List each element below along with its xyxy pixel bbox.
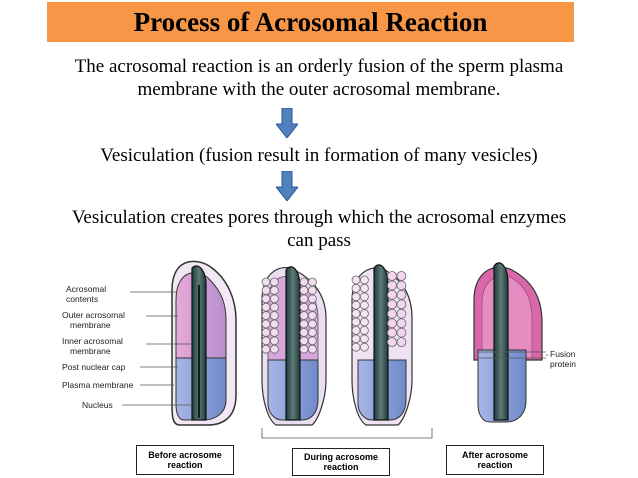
vesicle bbox=[387, 337, 397, 348]
vesicle bbox=[387, 289, 397, 300]
vesicle bbox=[359, 309, 369, 319]
vesicle bbox=[299, 327, 309, 337]
vesicle bbox=[261, 285, 271, 295]
vesicle bbox=[351, 300, 361, 310]
vesicle bbox=[269, 336, 279, 346]
label-acrosomal-contents: Acrosomal contents bbox=[66, 284, 107, 304]
vesicle bbox=[261, 319, 271, 329]
vesicle bbox=[299, 294, 309, 304]
vesicle bbox=[261, 311, 271, 321]
step1-line1: The acrosomal reaction is an orderly fus… bbox=[74, 56, 564, 77]
label-inner-acrosomal-membrane: Inner acrosomal membrane bbox=[62, 336, 123, 356]
vesicle bbox=[299, 344, 309, 354]
down-arrow-icon bbox=[276, 171, 298, 201]
vesicle bbox=[261, 336, 271, 346]
vesicle bbox=[387, 318, 397, 329]
vesicle bbox=[396, 327, 407, 338]
vesicle bbox=[299, 319, 309, 329]
vesicle bbox=[307, 294, 317, 304]
vesicle bbox=[387, 271, 397, 281]
vesicle bbox=[307, 277, 317, 287]
vesicle bbox=[396, 280, 407, 291]
vesicle bbox=[359, 317, 369, 327]
vesicle bbox=[269, 277, 279, 287]
vesicle bbox=[351, 325, 361, 335]
page-title: Process of Acrosomal Reaction bbox=[133, 6, 488, 37]
step3-line2: can pass bbox=[287, 230, 351, 251]
vesicle bbox=[396, 299, 407, 310]
label-nucleus: Nucleus bbox=[82, 400, 113, 410]
vesicle bbox=[269, 327, 279, 337]
label-plasma-membrane: Plasma membrane bbox=[62, 380, 134, 390]
label-post-nuclear-cap: Post nuclear cap bbox=[62, 362, 126, 372]
vesicle bbox=[261, 277, 271, 287]
vesicle bbox=[261, 302, 271, 312]
vesicles-group-2 bbox=[351, 271, 407, 352]
vesicle bbox=[269, 311, 279, 321]
vesicle bbox=[351, 309, 361, 319]
sperm-before bbox=[171, 260, 237, 426]
caption-during: During acrosome reaction bbox=[292, 448, 390, 476]
vesicle bbox=[261, 294, 271, 304]
vesicle bbox=[387, 327, 397, 338]
vesicle bbox=[359, 300, 369, 310]
step1-text: The acrosomal reaction is an orderly fus… bbox=[0, 55, 638, 101]
vesicle bbox=[351, 317, 361, 327]
step3-line1: Vesiculation creates pores through which… bbox=[71, 207, 567, 228]
vesicle bbox=[359, 275, 369, 285]
vesicle bbox=[307, 302, 317, 312]
caption-before: Before acrosome reaction bbox=[136, 445, 234, 475]
vesicle bbox=[307, 336, 317, 346]
vesicle bbox=[359, 283, 369, 293]
vesicle bbox=[351, 334, 361, 344]
vesicle bbox=[351, 275, 361, 285]
vesicle bbox=[299, 285, 309, 295]
vesicle bbox=[351, 342, 361, 352]
caption-after: After acrosome reaction bbox=[446, 445, 544, 475]
vesicle bbox=[299, 311, 309, 321]
vesicle bbox=[351, 292, 361, 302]
vesicle bbox=[351, 283, 361, 293]
vesicle bbox=[261, 327, 271, 337]
vesicle bbox=[396, 318, 407, 329]
vesicle bbox=[307, 344, 317, 354]
vesicle bbox=[307, 311, 317, 321]
vesicle bbox=[299, 336, 309, 346]
vesicle bbox=[359, 334, 369, 344]
vesicle bbox=[299, 277, 309, 287]
label-fusion-protein: Fusion protein bbox=[550, 349, 576, 369]
vesicle bbox=[269, 302, 279, 312]
leader-lines bbox=[122, 291, 548, 439]
title-bar: Process of Acrosomal Reaction bbox=[47, 2, 574, 42]
sperm-after bbox=[473, 262, 546, 423]
vesicle bbox=[396, 271, 407, 281]
vesicle bbox=[359, 342, 369, 352]
vesicle bbox=[387, 308, 397, 319]
vesicle bbox=[269, 294, 279, 304]
vesicle bbox=[396, 337, 407, 348]
vesicle bbox=[261, 344, 271, 354]
step3-text: Vesiculation creates pores through which… bbox=[0, 206, 638, 252]
vesicle bbox=[299, 302, 309, 312]
vesicle bbox=[387, 299, 397, 310]
label-outer-acrosomal-membrane: Outer acrosomal membrane bbox=[62, 310, 125, 330]
vesicle bbox=[359, 325, 369, 335]
vesicle bbox=[269, 344, 279, 354]
step2-text: Vesiculation (fusion result in formation… bbox=[100, 145, 538, 166]
vesicles-group-1 bbox=[261, 277, 317, 354]
vesicle bbox=[269, 285, 279, 295]
vesicle bbox=[307, 327, 317, 337]
vesicle bbox=[396, 289, 407, 300]
step1-line2: membrane with the outer acrosomal membra… bbox=[137, 79, 501, 100]
vesicle bbox=[269, 319, 279, 329]
vesicle bbox=[307, 319, 317, 329]
vesicle bbox=[396, 308, 407, 319]
vesicle bbox=[387, 280, 397, 291]
vesicle bbox=[359, 292, 369, 302]
vesicle bbox=[307, 285, 317, 295]
down-arrow-icon bbox=[276, 108, 298, 138]
